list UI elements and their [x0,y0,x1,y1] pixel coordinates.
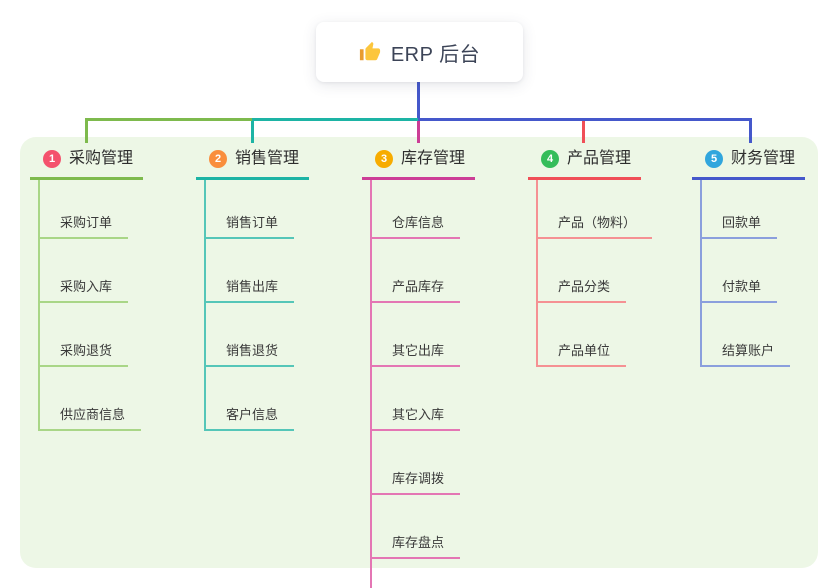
child-node[interactable]: 采购退货 [40,303,129,367]
branch-children: 销售订单销售出库销售退货客户信息 [204,180,309,431]
child-node[interactable]: 其它出库 [372,303,461,367]
child-node[interactable]: 供应商信息 [40,367,142,431]
branch-title[interactable]: 4 产品管理 [528,148,642,180]
branch-number-badge: 3 [375,150,393,168]
branch-5: 5 财务管理回款单付款单结算账户 [692,148,806,367]
bar-segment [86,118,252,121]
branch-children: 产品（物料）产品分类产品单位 [536,180,653,367]
bar-segment [418,118,752,121]
branch-4: 4 产品管理产品（物料）产品分类产品单位 [528,148,653,367]
branch-label: 采购管理 [69,150,134,167]
branch-label: 财务管理 [731,150,796,167]
branch-children: 仓库信息产品库存其它出库其它入库库存调拨库存盘点出库库明细 [370,180,475,588]
child-node[interactable]: 销售订单 [206,180,295,239]
branch-3: 3 库存管理仓库信息产品库存其它出库其它入库库存调拨库存盘点出库库明细 [362,148,476,588]
branch-drop-line [85,118,88,143]
branch-children: 回款单付款单结算账户 [700,180,805,367]
child-node[interactable]: 出库库明细 [372,559,473,588]
branch-title[interactable]: 1 采购管理 [30,148,144,180]
bar-segment [252,118,418,121]
branch-2: 2 销售管理销售订单销售出库销售退货客户信息 [196,148,310,431]
child-node[interactable]: 销售退货 [206,303,295,367]
branch-label: 产品管理 [567,150,632,167]
branch-drop-line [251,118,254,143]
child-node[interactable]: 仓库信息 [372,180,461,239]
branch-drop-line [749,118,752,143]
branch-title[interactable]: 3 库存管理 [362,148,476,180]
branch-title[interactable]: 2 销售管理 [196,148,310,180]
thumbs-up-icon [359,41,381,63]
branch-title[interactable]: 5 财务管理 [692,148,806,180]
branch-1: 1 采购管理采购订单采购入库采购退货供应商信息 [30,148,144,431]
branch-number-badge: 5 [705,150,723,168]
child-node[interactable]: 库存盘点 [372,495,461,559]
branch-number-badge: 1 [43,150,61,168]
child-node[interactable]: 付款单 [702,239,778,303]
child-node[interactable]: 产品库存 [372,239,461,303]
branch-label: 销售管理 [235,150,300,167]
root-title: ERP 后台 [390,43,481,66]
branch-drop-line [582,118,585,143]
branch-children: 采购订单采购入库采购退货供应商信息 [38,180,143,431]
child-node[interactable]: 客户信息 [206,367,295,431]
child-node[interactable]: 产品分类 [538,239,627,303]
child-node[interactable]: 库存调拨 [372,431,461,495]
child-node[interactable]: 采购入库 [40,239,129,303]
child-node[interactable]: 销售出库 [206,239,295,303]
child-node[interactable]: 产品（物料） [538,180,653,239]
child-node[interactable]: 结算账户 [702,303,791,367]
child-node[interactable]: 产品单位 [538,303,627,367]
branches-panel [20,137,818,568]
child-node[interactable]: 其它入库 [372,367,461,431]
root-node[interactable]: ERP 后台 [316,22,523,82]
branch-number-badge: 2 [209,150,227,168]
branch-number-badge: 4 [541,150,559,168]
root-drop-line [417,82,420,118]
branch-drop-line [417,118,420,143]
branch-label: 库存管理 [401,150,466,167]
child-node[interactable]: 采购订单 [40,180,129,239]
child-node[interactable]: 回款单 [702,180,778,239]
